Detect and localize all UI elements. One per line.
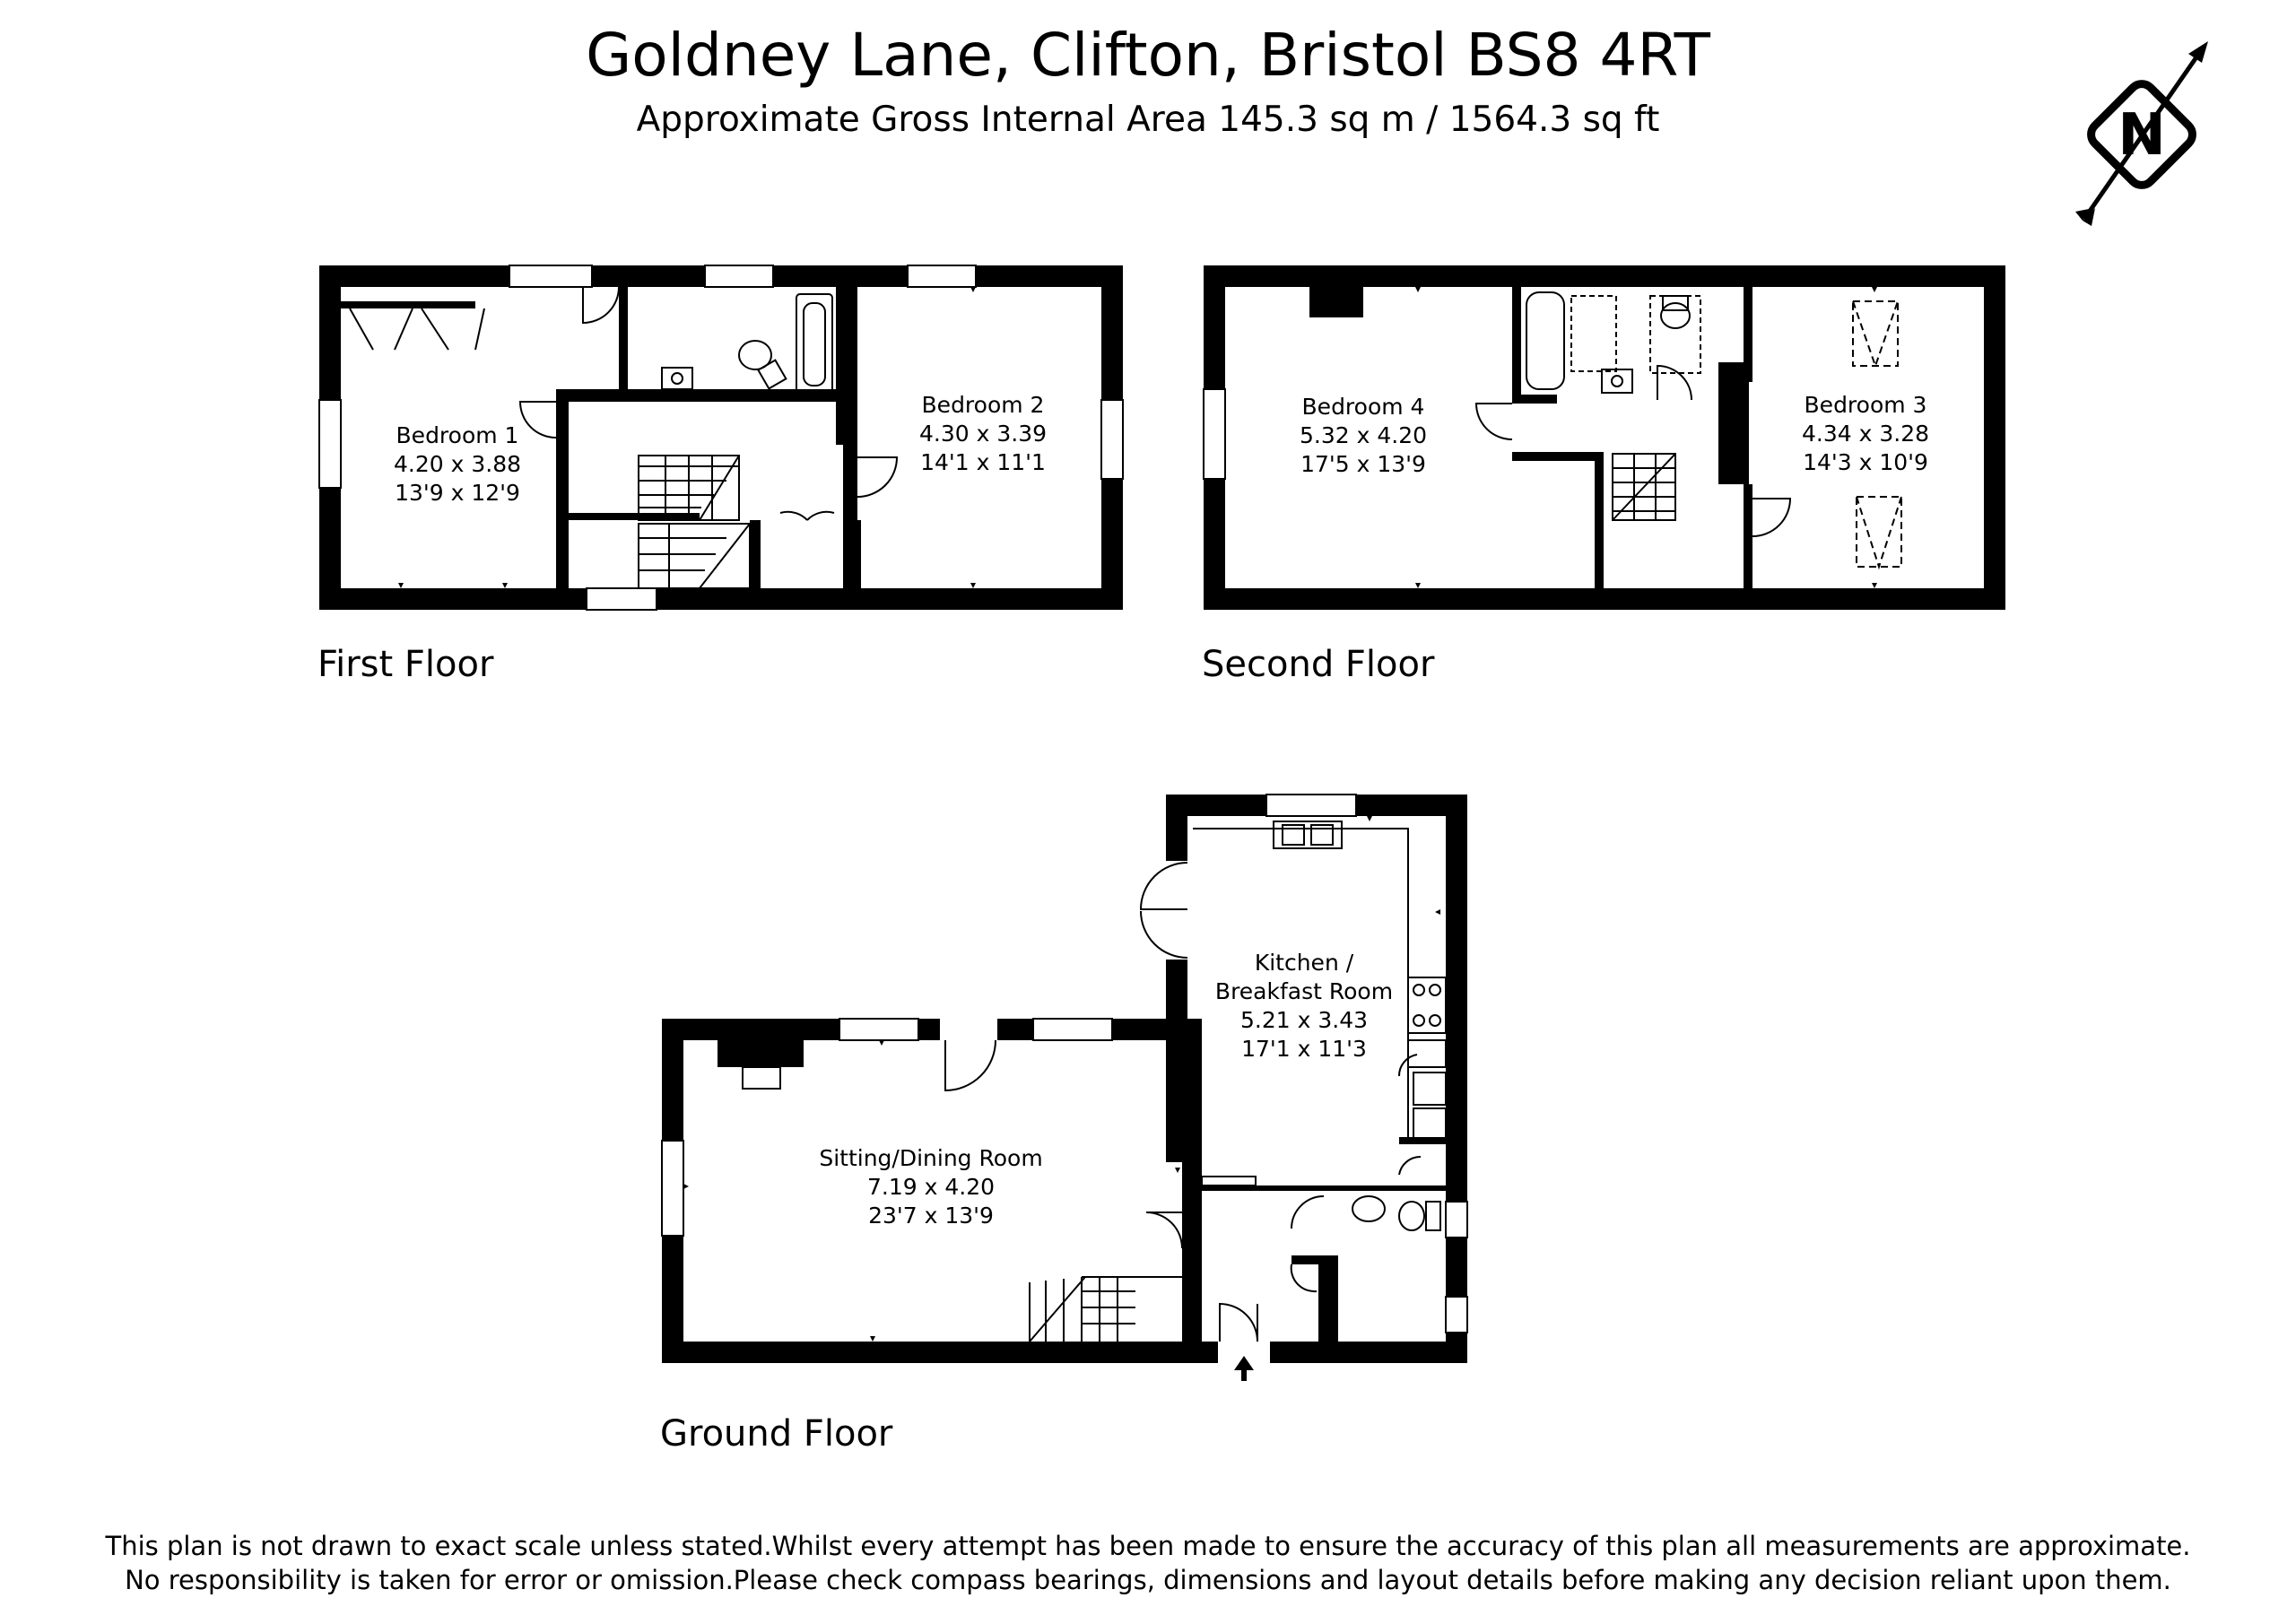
room-name: Sitting/Dining Room bbox=[819, 1145, 1043, 1171]
compass-letter: N bbox=[2118, 102, 2166, 169]
room-name: Bedroom 1 bbox=[396, 422, 519, 448]
ground-floor-plan bbox=[661, 794, 1468, 1381]
room-metric-size: 4.34 x 3.28 bbox=[1801, 421, 1930, 447]
floor-label-first: First Floor bbox=[317, 644, 494, 685]
room-imperial-size: 14'1 x 11'1 bbox=[920, 449, 1046, 475]
room-imperial-size: 13'9 x 12'9 bbox=[395, 480, 520, 506]
entrance-arrow-icon bbox=[1234, 1356, 1254, 1381]
room-label-bedroom-1: Bedroom 1 4.20 x 3.88 13'9 x 12'9 bbox=[296, 421, 619, 508]
room-label-bedroom-3: Bedroom 3 4.34 x 3.28 14'3 x 10'9 bbox=[1704, 391, 2027, 477]
room-imperial-size: 23'7 x 13'9 bbox=[868, 1203, 994, 1229]
plan-title: Goldney Lane, Clifton, Bristol BS8 4RT bbox=[586, 21, 1710, 90]
second-floor-plan bbox=[1203, 265, 2005, 610]
gross-area-subtitle: Approximate Gross Internal Area 145.3 sq… bbox=[636, 100, 1660, 140]
room-metric-size: 5.32 x 4.20 bbox=[1299, 422, 1428, 448]
room-metric-size: 5.21 x 3.43 bbox=[1239, 1007, 1369, 1033]
room-imperial-size: 17'1 x 11'3 bbox=[1241, 1036, 1367, 1062]
room-name-line-2: Breakfast Room bbox=[1214, 978, 1394, 1004]
room-name-line-1: Kitchen / bbox=[1254, 950, 1354, 976]
room-name: Bedroom 3 bbox=[1804, 392, 1927, 418]
room-imperial-size: 14'3 x 10'9 bbox=[1803, 449, 1928, 475]
floor-label-ground: Ground Floor bbox=[660, 1413, 893, 1455]
room-metric-size: 7.19 x 4.20 bbox=[866, 1174, 996, 1200]
room-label-kitchen-breakfast: Kitchen / Breakfast Room 5.21 x 3.43 17'… bbox=[1143, 949, 1465, 1064]
disclaimer-line-1: This plan is not drawn to exact scale un… bbox=[105, 1531, 2191, 1561]
room-metric-size: 4.30 x 3.39 bbox=[918, 421, 1048, 447]
room-name: Bedroom 4 bbox=[1301, 394, 1425, 420]
room-imperial-size: 17'5 x 13'9 bbox=[1300, 451, 1426, 477]
first-floor-plan bbox=[318, 265, 1124, 611]
room-label-bedroom-2: Bedroom 2 4.30 x 3.39 14'1 x 11'1 bbox=[822, 391, 1144, 477]
floor-label-second: Second Floor bbox=[1202, 644, 1435, 685]
room-label-bedroom-4: Bedroom 4 5.32 x 4.20 17'5 x 13'9 bbox=[1202, 393, 1525, 479]
disclaimer-line-2: No responsibility is taken for error or … bbox=[125, 1565, 2171, 1595]
room-metric-size: 4.20 x 3.88 bbox=[393, 451, 522, 477]
room-name: Bedroom 2 bbox=[921, 392, 1045, 418]
room-label-sitting-dining: Sitting/Dining Room 7.19 x 4.20 23'7 x 1… bbox=[770, 1144, 1092, 1230]
compass-icon bbox=[2075, 41, 2208, 226]
